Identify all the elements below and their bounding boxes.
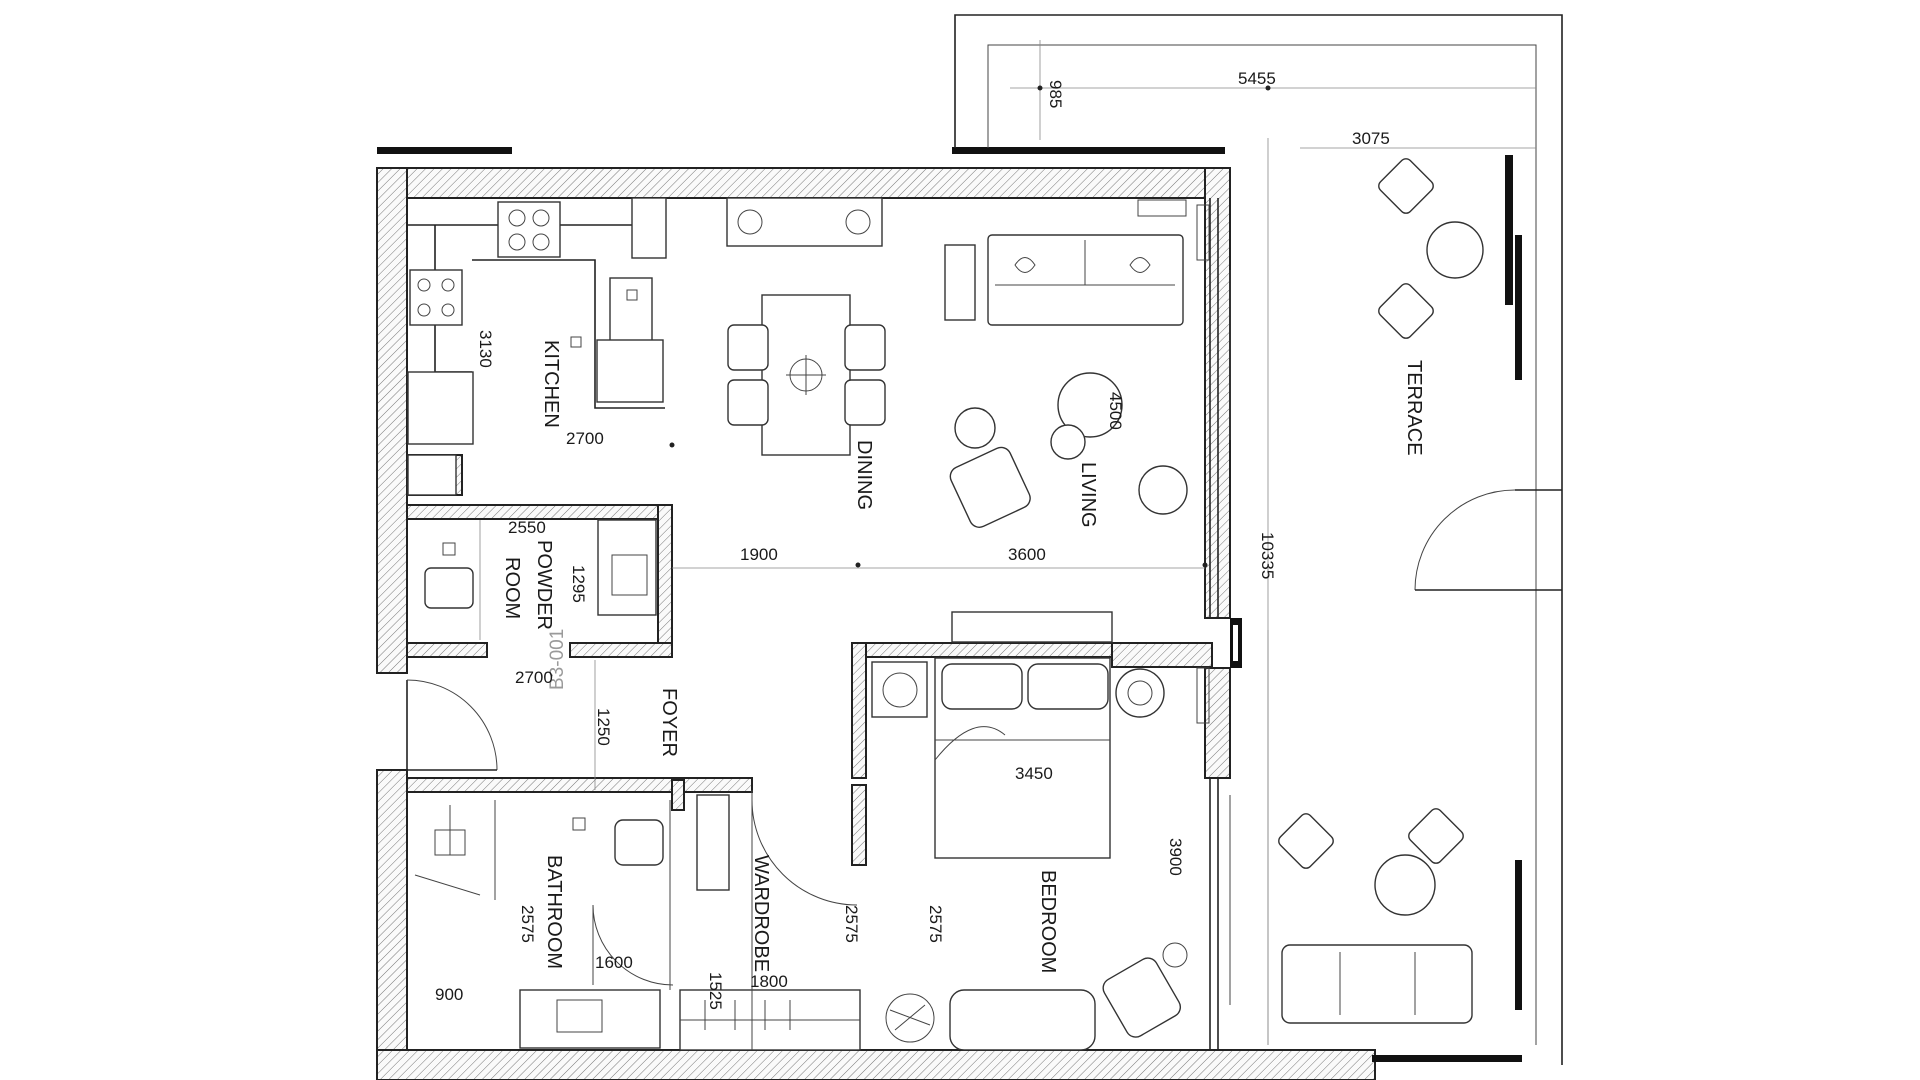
room-label-wardrobe: WARDROBE xyxy=(750,855,772,972)
wall-markers xyxy=(377,147,1522,1062)
wardrobe-unit xyxy=(679,790,861,1051)
bedroom-furniture xyxy=(871,611,1188,1051)
dim-kitchen-width: 2700 xyxy=(566,429,604,448)
facade-glazing xyxy=(1209,198,1231,1050)
powder-room-fixtures xyxy=(424,519,1205,616)
exterior-walls xyxy=(376,167,1376,1080)
room-label-kitchen: KITCHEN xyxy=(540,340,562,428)
dim-wardrobe-len-b: 1800 xyxy=(750,972,788,991)
dim-terrace-top-width: 5455 xyxy=(1238,69,1276,88)
dim-wardrobe-len-a: 1525 xyxy=(706,972,725,1010)
dimension-guides xyxy=(479,85,1271,1045)
dim-kitchen-depth: 3130 xyxy=(476,330,495,368)
dim-bedroom-depth: 3900 xyxy=(1166,838,1185,876)
dim-foyer-width: 2700 xyxy=(515,668,553,687)
room-label-dining: DINING xyxy=(853,440,875,510)
room-label-bedroom: BEDROOM xyxy=(1037,870,1059,973)
dim-terrace-seat: 3075 xyxy=(1352,129,1390,148)
dim-powder-width: 2550 xyxy=(508,518,546,537)
entrance-door[interactable] xyxy=(406,679,498,771)
dim-shower-width: 900 xyxy=(435,985,463,1004)
terrace-outline xyxy=(954,14,1563,1065)
room-label-foyer: FOYER xyxy=(658,688,680,757)
dim-bathroom-depth: 2575 xyxy=(518,905,537,943)
dim-terrace-length: 10335 xyxy=(1258,532,1277,579)
room-label-powder-line1: POWDER xyxy=(533,540,555,630)
room-label-powder-line2: ROOM xyxy=(501,557,523,619)
room-label-terrace: TERRACE xyxy=(1403,360,1425,456)
room-label-living: LIVING xyxy=(1077,462,1099,528)
hvac-grille xyxy=(1137,199,1210,724)
living-furniture xyxy=(944,234,1188,528)
dim-terrace-top-depth: 985 xyxy=(1046,80,1065,108)
unit-code: B3-001 xyxy=(547,629,568,690)
dining-set xyxy=(726,197,886,456)
dim-bedroom-width: 3450 xyxy=(1015,764,1053,783)
dim-living-depth: 4500 xyxy=(1106,392,1125,430)
terrace-furniture xyxy=(1278,158,1484,1024)
dim-living-width: 3600 xyxy=(1008,545,1046,564)
dim-wardrobe-depth: 2575 xyxy=(842,905,861,943)
room-label-bathroom: BATHROOM xyxy=(543,855,565,969)
dim-powder-depth: 1295 xyxy=(569,565,588,603)
kitchen-counters xyxy=(407,197,667,496)
bathroom-fixtures xyxy=(414,794,730,1049)
dim-hall-width: 1900 xyxy=(740,545,778,564)
dim-foyer-depth: 1250 xyxy=(594,708,613,746)
dim-bedroom-side: 2575 xyxy=(926,905,945,943)
terrace-door[interactable] xyxy=(1414,489,1562,591)
dim-bathroom-width: 1600 xyxy=(595,953,633,972)
